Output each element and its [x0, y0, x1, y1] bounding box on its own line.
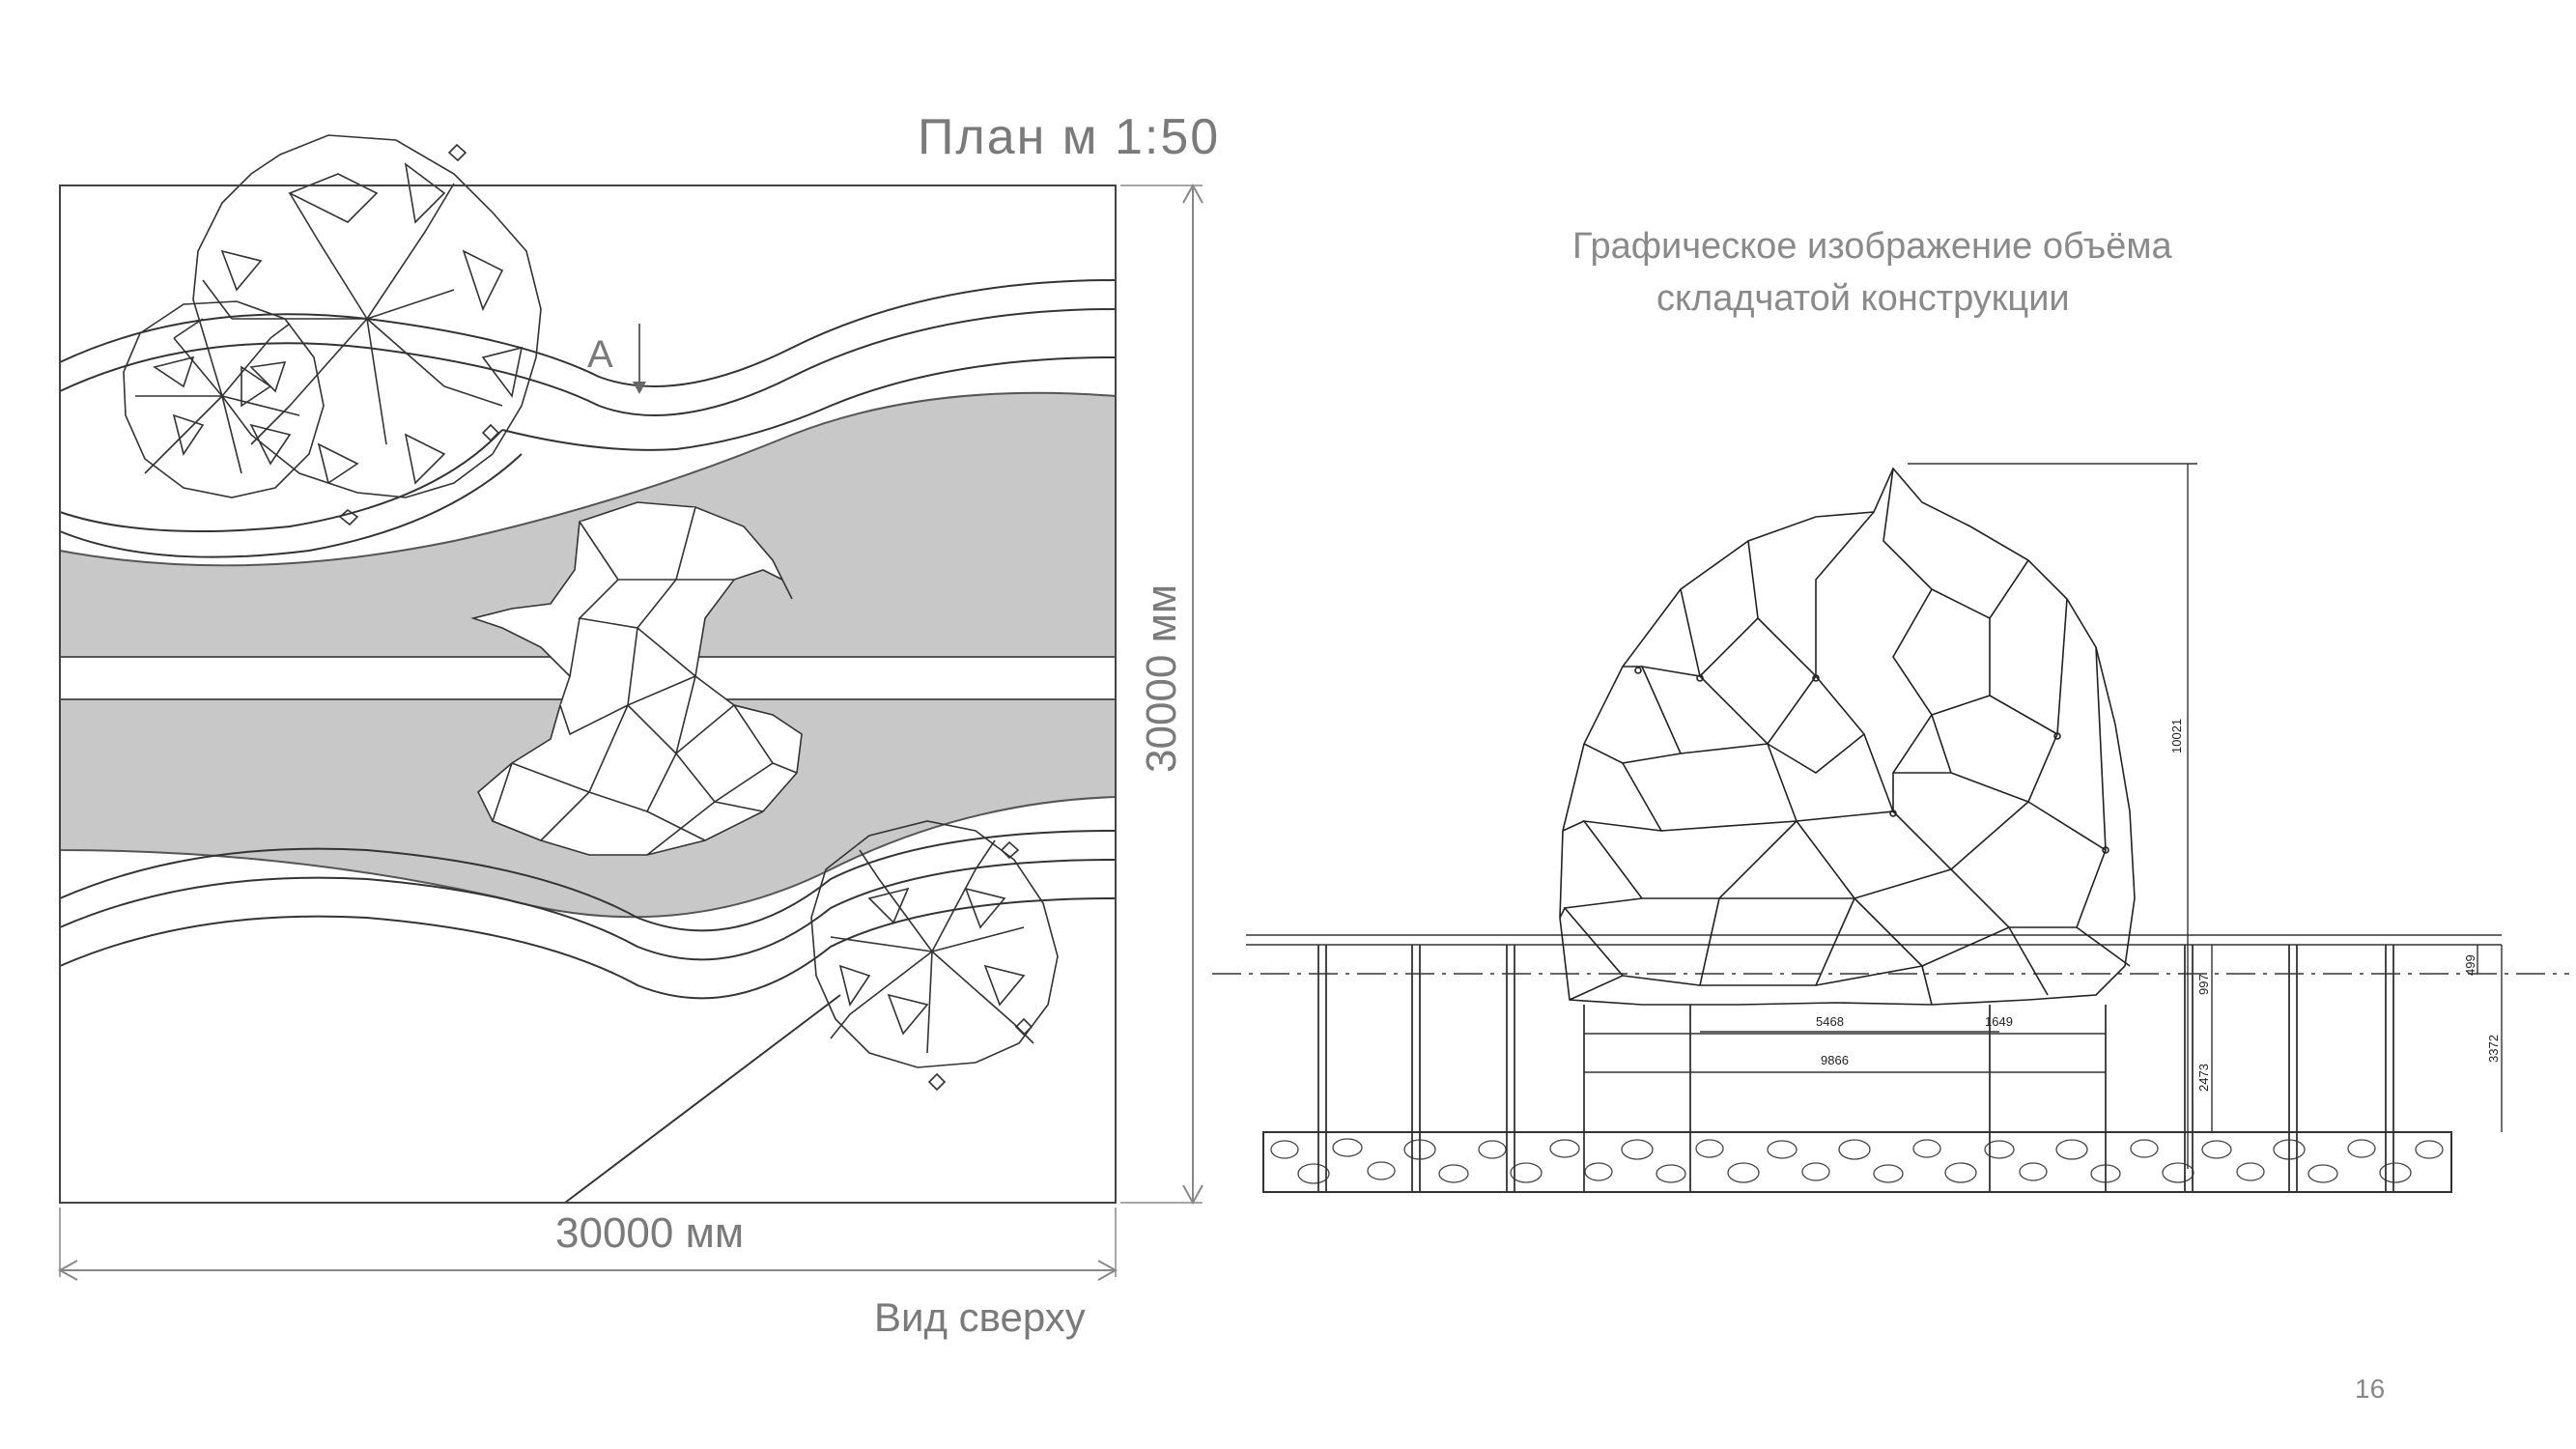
folded-structure-plan [470, 501, 803, 856]
dim-level-b: 2473 [2196, 1064, 2211, 1092]
graphic-caption: Графическое изображение объёма складчато… [1507, 220, 2576, 325]
caption-line-2: складчатой конструкции [1656, 278, 2070, 319]
caption-line-1: Графическое изображение объёма [1572, 226, 2172, 267]
stones [1270, 1138, 2444, 1184]
tree-small [123, 300, 325, 498]
folded-dome [1559, 467, 2136, 1006]
upper-path-line-3 [501, 356, 1117, 451]
dim-span-b: 1649 [1985, 1014, 2013, 1029]
upper-arc [59, 429, 503, 532]
dim-span-c: 9866 [1821, 1053, 1849, 1067]
diagonal-line [564, 994, 841, 1204]
dim-height-total: 10021 [2169, 719, 2184, 753]
lower-path-line-3 [59, 897, 1117, 1000]
lower-path-line-2 [59, 859, 1117, 961]
tree-lower [810, 820, 1059, 1092]
plan-height-label: 30000 мм [1138, 583, 1185, 773]
view-label: Вид сверху [874, 1294, 1086, 1340]
posts [1317, 945, 2394, 1192]
lower-path-line-1 [59, 830, 1117, 932]
dim-level-c: 499 [2463, 954, 2477, 976]
plan-title: План м 1:50 [918, 109, 1221, 165]
tree-large [192, 134, 542, 526]
page-number: 16 [2355, 1374, 2386, 1404]
elevation-drawing [1212, 463, 2569, 1193]
upper-path-line-2 [59, 308, 1117, 416]
dim-level-d: 3372 [2486, 1035, 2501, 1063]
section-marker: А [587, 333, 613, 376]
dim-span-a: 5468 [1816, 1014, 1844, 1029]
upper-arc-2 [59, 453, 523, 558]
site-plan [57, 134, 1203, 1281]
upper-path-line-1 [59, 279, 1117, 387]
plan-width-label: 30000 мм [555, 1209, 745, 1257]
ground-strip [1262, 1131, 2452, 1193]
dim-level-a: 997 [2196, 974, 2211, 995]
plan-frame [59, 185, 1117, 1204]
section-arrow-head [633, 382, 646, 394]
elevation-dims [1584, 463, 2503, 1169]
